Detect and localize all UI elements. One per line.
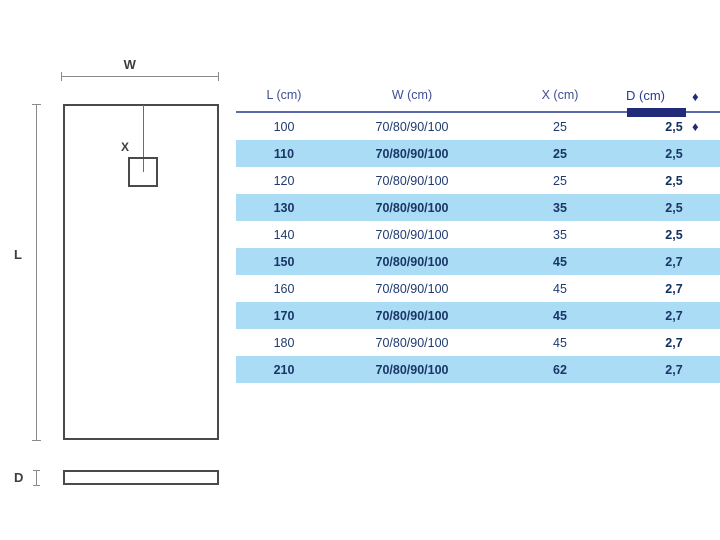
length-dimension-cap-top — [32, 104, 41, 105]
cell-drain-offset: 62 — [553, 362, 567, 377]
table-header: L (cm) W (cm) X (cm) — [236, 88, 720, 112]
table-header-row: L (cm) W (cm) X (cm) — [236, 88, 720, 112]
cell-depth: 2,5 — [665, 173, 683, 188]
table-row: 150 70/80/90/100 45 2,7 — [236, 248, 720, 275]
table-row: 120 70/80/90/100 25 2,5 — [236, 167, 720, 194]
depth-legend-title: D (cm) — [626, 88, 665, 103]
length-dimension-label: L — [14, 247, 23, 262]
cell-drain-offset: 45 — [553, 335, 567, 350]
cell-width: 70/80/90/100 — [375, 254, 449, 269]
cell-length: 180 — [273, 335, 295, 350]
length-dimension-line — [36, 104, 37, 440]
dimension-table: L (cm) W (cm) X (cm) 100 70/80/90/100 25 2,… — [236, 88, 720, 383]
cell-drain-offset: 25 — [553, 146, 567, 161]
column-header-drain-offset: X (cm) — [541, 88, 579, 102]
cell-width: 70/80/90/100 — [375, 335, 449, 350]
drain-square-outline — [128, 157, 158, 187]
cell-width: 70/80/90/100 — [375, 200, 449, 215]
cell-width: 70/80/90/100 — [375, 227, 449, 242]
arrow-down-icon: ♦ — [692, 89, 699, 104]
cell-width: 70/80/90/100 — [375, 119, 449, 134]
cell-length: 120 — [273, 173, 295, 188]
cell-width: 70/80/90/100 — [375, 281, 449, 296]
column-header-width: W (cm) — [391, 88, 433, 102]
cell-depth: 2,5 — [665, 227, 683, 242]
width-dimension-label: W — [123, 57, 137, 72]
cell-depth: 2,5 — [665, 119, 683, 134]
cell-width: 70/80/90/100 — [375, 362, 449, 377]
cell-length: 150 — [273, 254, 295, 269]
table-row: 110 70/80/90/100 25 2,5 — [236, 140, 720, 167]
cell-drain-offset: 45 — [553, 254, 567, 269]
cell-drain-offset: 25 — [553, 173, 567, 188]
column-header-length: L (cm) — [266, 88, 302, 102]
cell-width: 70/80/90/100 — [375, 146, 449, 161]
drain-offset-label: X — [121, 140, 130, 154]
depth-dimension-label: D — [14, 470, 24, 485]
shower-tray-side-profile — [63, 470, 219, 485]
cell-depth: 2,7 — [665, 281, 683, 296]
table-row: 140 70/80/90/100 35 2,5 — [236, 221, 720, 248]
depth-dimension-cap-bottom — [33, 485, 40, 486]
cell-drain-offset: 25 — [553, 119, 567, 134]
arrow-up-icon: ♦ — [692, 119, 699, 134]
specification-table-area: D (cm) ♦ ♦ L (cm) W (cm) X (cm) 100 70/80… — [236, 88, 720, 383]
cell-drain-offset: 45 — [553, 281, 567, 296]
table-row: 100 70/80/90/100 25 2,5 — [236, 112, 720, 140]
cell-drain-offset: 35 — [553, 227, 567, 242]
table-body: 100 70/80/90/100 25 2,5 110 70/80/90/100 25 2,5… — [236, 112, 720, 383]
cell-depth: 2,5 — [665, 146, 683, 161]
cell-length: 130 — [273, 200, 295, 215]
cell-width: 70/80/90/100 — [375, 308, 449, 323]
cell-length: 100 — [273, 119, 295, 134]
table-row: 170 70/80/90/100 45 2,7 — [236, 302, 720, 329]
table-row: 160 70/80/90/100 45 2,7 — [236, 275, 720, 302]
cell-length: 170 — [273, 308, 295, 323]
cell-drain-offset: 35 — [553, 200, 567, 215]
cell-depth: 2,5 — [665, 200, 683, 215]
depth-legend-bar — [627, 108, 686, 117]
cell-length: 210 — [273, 362, 295, 377]
width-dimension-cap-right — [218, 72, 219, 81]
cell-depth: 2,7 — [665, 308, 683, 323]
depth-legend: D (cm) ♦ ♦ — [626, 88, 720, 134]
table-row: 130 70/80/90/100 35 2,5 — [236, 194, 720, 221]
cell-length: 140 — [273, 227, 295, 242]
depth-dimension-cap-top — [33, 470, 40, 471]
depth-dimension-line — [36, 470, 37, 485]
width-dimension-line — [61, 76, 218, 77]
cell-length: 160 — [273, 281, 295, 296]
cell-width: 70/80/90/100 — [375, 173, 449, 188]
cell-drain-offset: 45 — [553, 308, 567, 323]
tray-technical-drawing: W L X D — [0, 0, 236, 540]
drain-leader-line — [143, 105, 144, 172]
cell-depth: 2,7 — [665, 254, 683, 269]
width-dimension-cap-left — [61, 72, 62, 81]
length-dimension-cap-bottom — [32, 440, 41, 441]
table-row: 210 70/80/90/100 62 2,7 — [236, 356, 720, 383]
table-row: 180 70/80/90/100 45 2,7 — [236, 329, 720, 356]
cell-depth: 2,7 — [665, 362, 683, 377]
shower-tray-plan-view — [63, 104, 219, 440]
cell-length: 110 — [273, 146, 295, 161]
cell-depth: 2,7 — [665, 335, 683, 350]
